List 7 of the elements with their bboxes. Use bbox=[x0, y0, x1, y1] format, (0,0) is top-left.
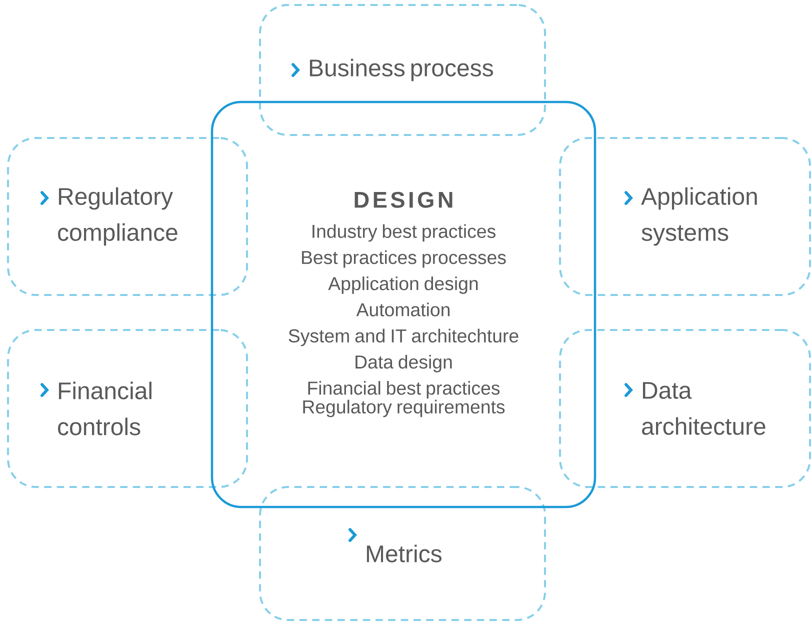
design-box: DESIGN Industry best practices Best practices processes Application design Automation System and IT architechture Data design Financial best practices Regulatory requirements bbox=[210, 100, 596, 508]
dashed-box: Data architecture bbox=[559, 329, 811, 488]
dashed-box: Business process bbox=[259, 4, 546, 136]
dashed-box: Regulatory compliance bbox=[7, 137, 248, 296]
dashed-box: Financial controls bbox=[7, 329, 248, 488]
dashed-box: Application systems bbox=[559, 137, 811, 296]
dashed-box: Metrics bbox=[259, 486, 546, 621]
